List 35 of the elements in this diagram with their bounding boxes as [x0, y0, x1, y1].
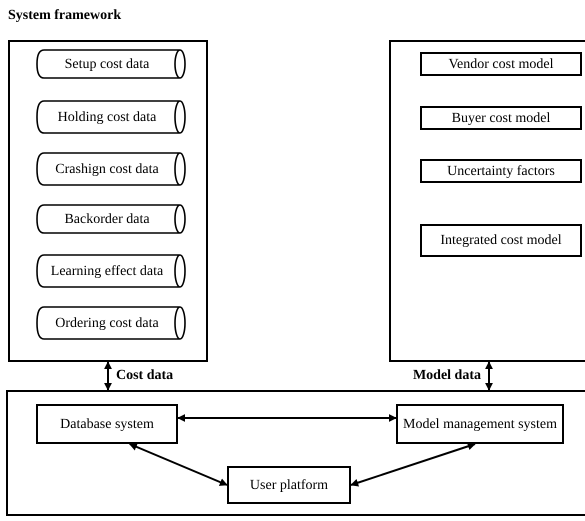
database-cylinder	[37, 153, 185, 185]
double-arrow	[128, 443, 228, 486]
frame-panel	[8, 40, 208, 362]
database-cylinder	[37, 255, 185, 287]
node-label: Database system	[60, 418, 154, 430]
double-arrow	[104, 361, 112, 391]
node-label: Learning effect data	[50, 264, 164, 278]
double-arrow	[485, 361, 493, 391]
database-cylinder	[37, 205, 185, 233]
database-cylinder	[37, 50, 185, 78]
node-label: Setup cost data	[64, 58, 150, 70]
diagram-title: System framework	[8, 8, 122, 24]
node-label: Buyer cost model	[452, 112, 550, 124]
node-label: Integrated cost model	[440, 234, 562, 247]
node-label: Backorder data	[64, 212, 150, 226]
node-label: User platform	[250, 478, 328, 492]
frame-panel	[389, 40, 585, 362]
process-box	[420, 159, 582, 183]
node-label: Model management system	[403, 418, 557, 430]
process-box	[420, 52, 582, 76]
double-arrow	[350, 442, 476, 487]
database-cylinder	[37, 101, 185, 133]
node-label: Holding cost data	[58, 110, 156, 124]
process-box	[36, 404, 178, 444]
process-box	[227, 466, 351, 504]
frame-panel	[6, 390, 585, 516]
node-label: Crashign cost data	[55, 162, 159, 176]
node-label: Ordering cost data	[55, 316, 159, 330]
double-arrow	[177, 414, 397, 422]
node-label: Uncertainty factors	[447, 164, 555, 178]
process-box	[396, 404, 564, 444]
node-label: Vendor cost model	[448, 58, 554, 70]
process-box	[420, 106, 582, 130]
process-box	[420, 224, 582, 257]
database-cylinder	[37, 307, 185, 339]
